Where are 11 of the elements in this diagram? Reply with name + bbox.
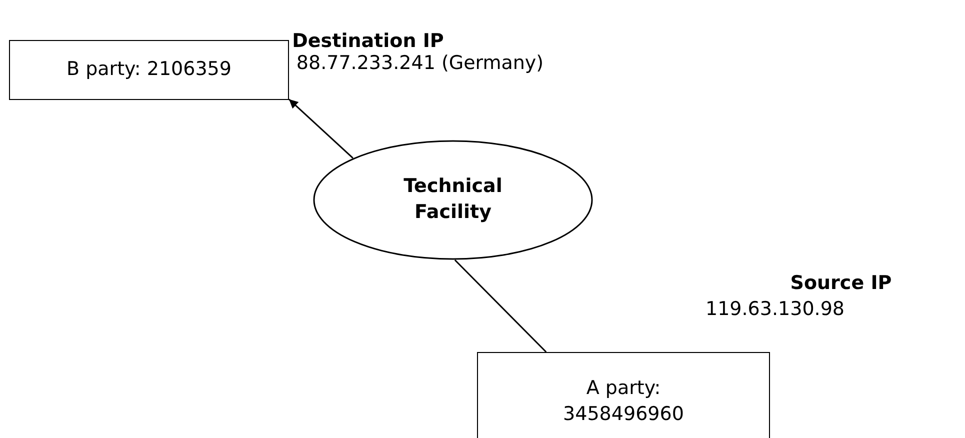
ip-address: 88.77.233.241 (Germany) [296, 52, 544, 74]
node-label: B party: 2106359 [66, 57, 232, 82]
ip-heading: Destination IP [292, 30, 444, 52]
connector-line [288, 98, 354, 159]
ip-address: 119.63.130.98 [706, 298, 844, 320]
node-label: Technical Facility [402, 174, 504, 225]
party-box [477, 352, 770, 438]
ip-heading: Source IP [790, 272, 892, 294]
connector-line [454, 259, 547, 353]
node-label: A party: 3458496960 [562, 376, 685, 427]
party-box [9, 40, 289, 100]
